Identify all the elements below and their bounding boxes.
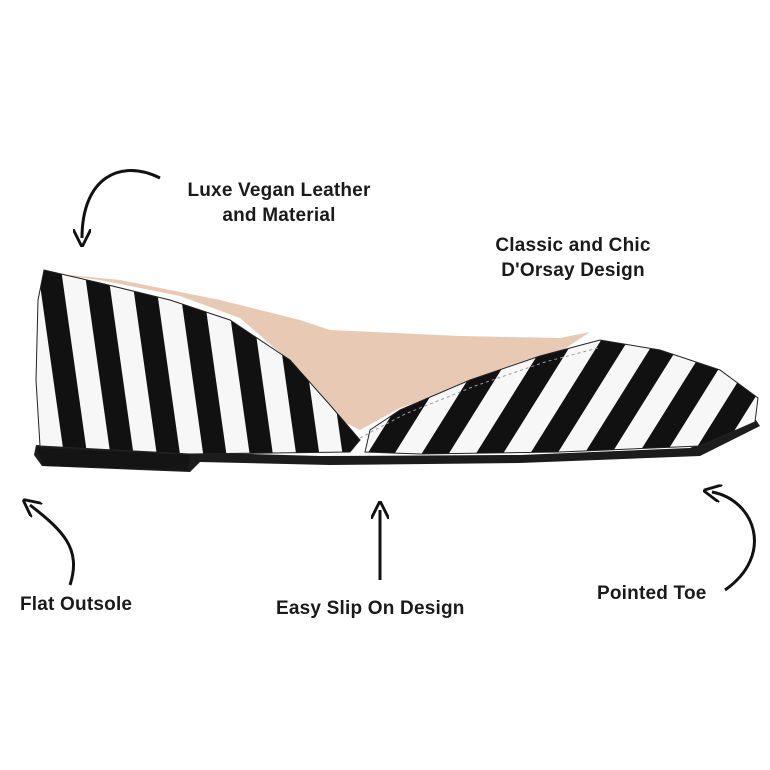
shoe-heel: [36, 448, 190, 470]
feature-label-dorsay: Classic and Chic D'Orsay Design: [480, 233, 666, 283]
feature-label-luxe-line2: and Material: [222, 205, 336, 226]
curved-arrow-icon: [82, 169, 161, 239]
shoe-heel-counter: [35, 269, 361, 455]
shoe-vamp: [364, 339, 759, 455]
feature-label-flat-outsole: Flat Outsole: [20, 594, 133, 615]
curved-arrow-icon: [712, 492, 756, 592]
curved-arrow-icon: [30, 505, 75, 586]
shoe-outsole: [34, 420, 760, 472]
feature-label-luxe: Luxe Vegan Leather and Material: [172, 178, 386, 228]
shoe-stitching: [359, 347, 599, 439]
feature-label-pointed-toe: Pointed Toe: [597, 583, 707, 604]
feature-label-dorsay-line1: Classic and Chic: [495, 235, 651, 256]
feature-label-easy-slip: Easy Slip On Design: [276, 598, 465, 619]
feature-label-dorsay-line2: D'Orsay Design: [501, 260, 645, 281]
feature-label-luxe-line1: Luxe Vegan Leather: [187, 180, 371, 201]
shoe-lining: [38, 272, 590, 430]
